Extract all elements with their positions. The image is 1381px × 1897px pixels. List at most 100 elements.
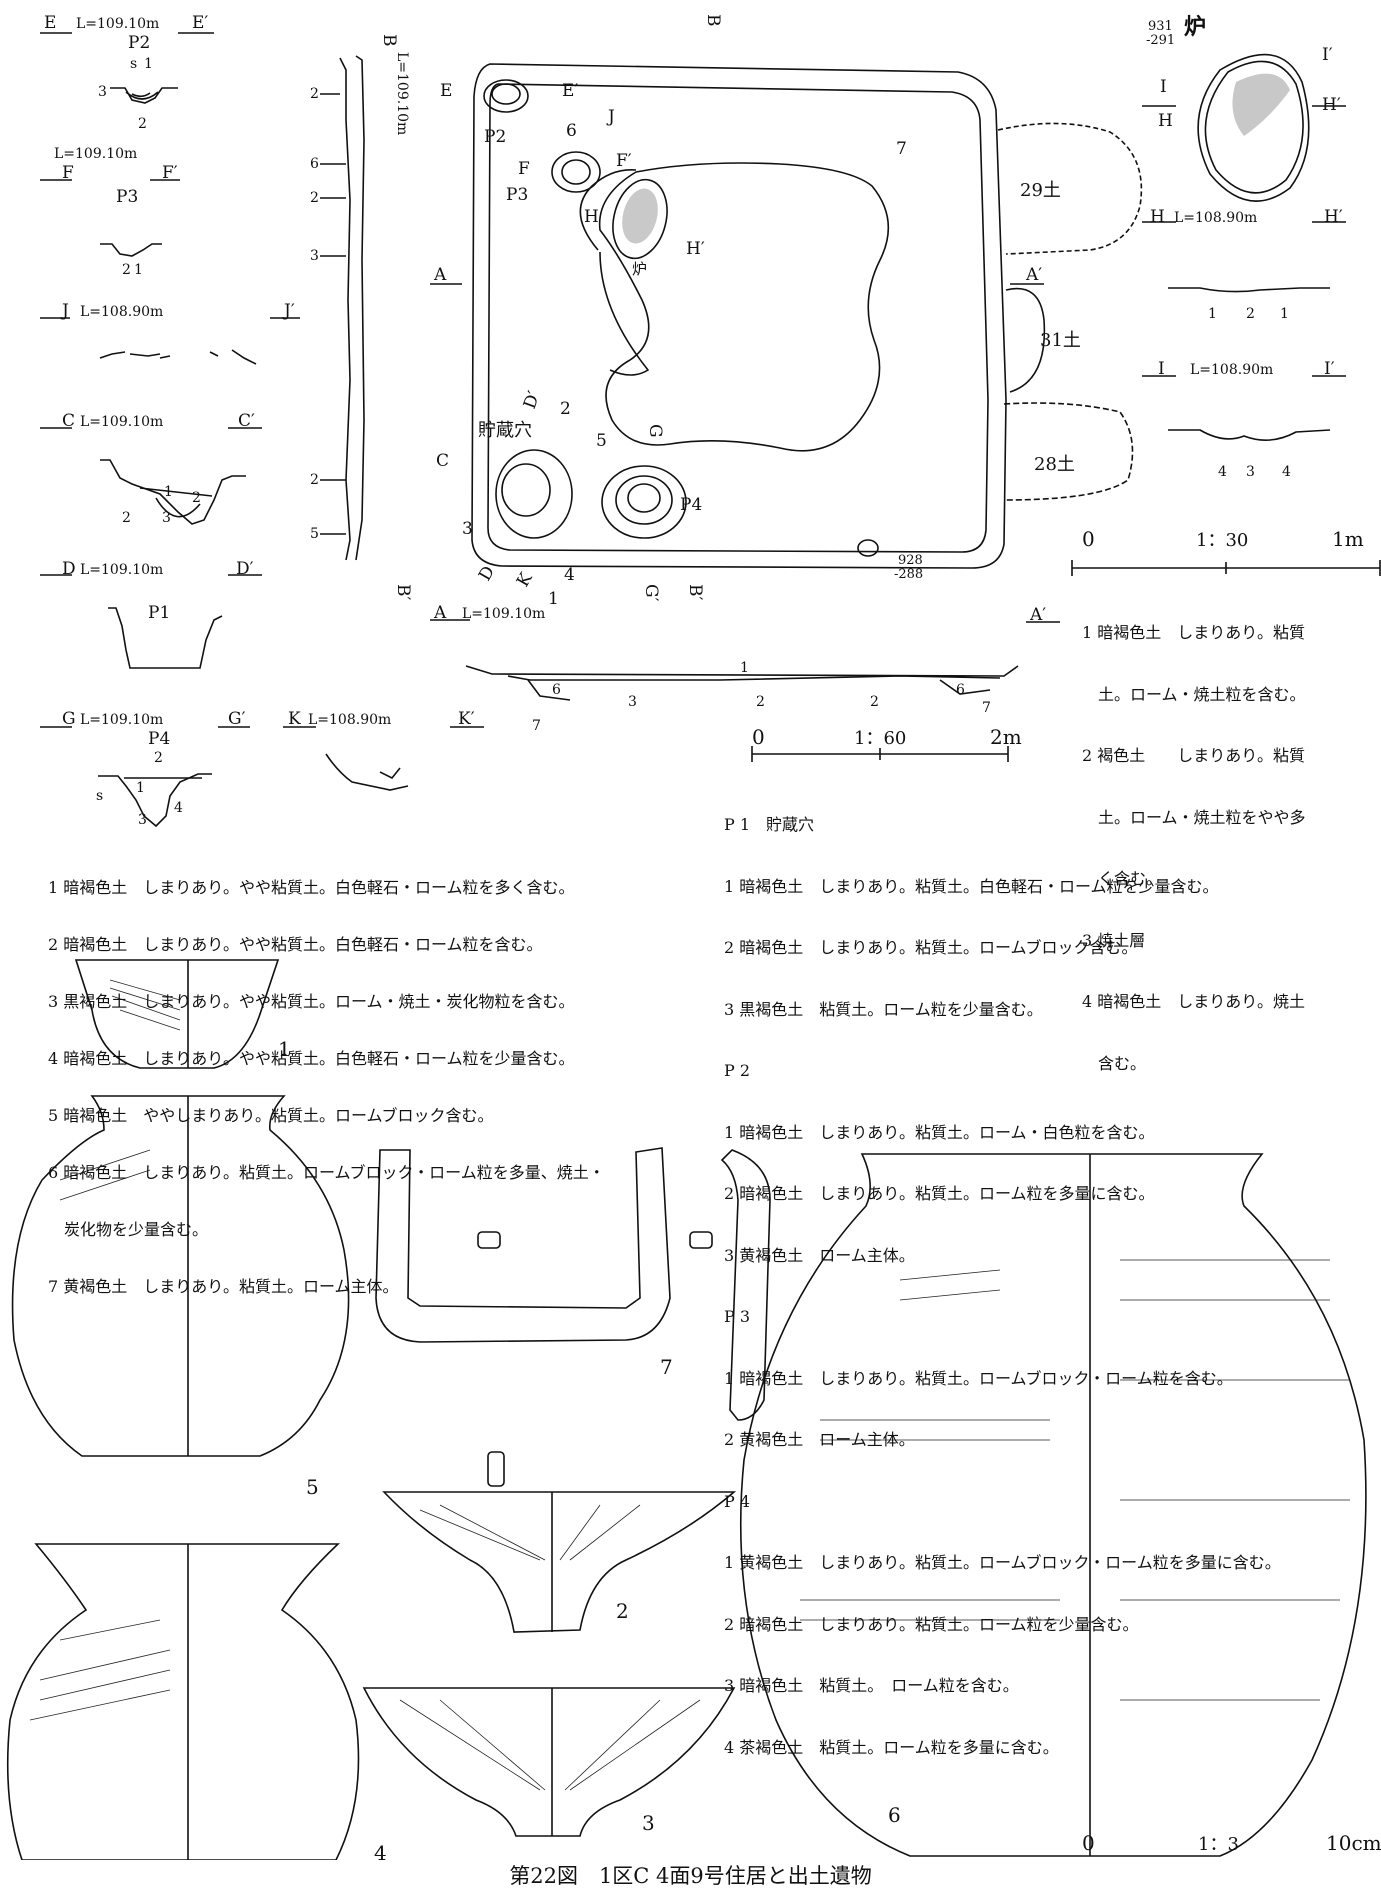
- section-e-p2: [40, 32, 214, 104]
- label-c-plan: C: [436, 451, 449, 471]
- label-elev-k: L=108.90m: [308, 712, 391, 728]
- section-a: [430, 283, 1060, 701]
- label-n1-h-l: 1: [1208, 306, 1217, 322]
- label-p2: P2: [128, 33, 150, 53]
- hearth-detail: [1142, 53, 1346, 441]
- legend-house-line: 1 暗褐色土 しまりあり。やや粘質土。白色軽石・ローム粒を多く含む。: [48, 878, 575, 897]
- label-elev-j: L=108.90m: [80, 304, 163, 320]
- vessel-1: [74, 959, 280, 1069]
- label-n5-b: 5: [310, 526, 319, 542]
- label-s-g: s: [96, 788, 103, 804]
- scale3-zero: 0: [1082, 1831, 1095, 1855]
- scale-bars: [751, 560, 1381, 762]
- legend-hearth: 1 暗褐色土 しまりあり。粘質 土。ローム・焼土粒を含む。 2 褐色土 しまりあ…: [1082, 582, 1306, 1095]
- legend-pits-line: 1 黄褐色土 しまりあり。粘質土。ロームブロック・ローム粒を多量に含む。: [724, 1553, 1281, 1572]
- label-f-prime: F′: [162, 163, 178, 183]
- label-p3-plan: P3: [506, 185, 528, 205]
- label-h-prime-sec: H′: [1324, 207, 1343, 227]
- section-d-p1: [40, 574, 262, 669]
- label-elev-g: L=109.10m: [80, 712, 163, 728]
- label-n2-p3: 2: [122, 262, 131, 278]
- label-n7-a-l: 7: [532, 718, 541, 734]
- scale60-ratio: 1：60: [854, 728, 906, 749]
- label-elev-a: L=109.10m: [462, 606, 545, 622]
- label-n7-plan: 7: [896, 139, 907, 159]
- hearth-in-plan: [612, 178, 668, 260]
- label-g: G: [62, 709, 76, 729]
- legend-pits-line: 4 茶褐色土 粘質土。ローム粒を多量に含む。: [724, 1737, 1059, 1757]
- label-n1-p2: 1: [144, 56, 153, 72]
- label-n2-a-2: 2: [870, 694, 879, 710]
- scale60-zero: 0: [752, 725, 765, 749]
- legend-hearth-line: 土。ローム・焼土粒をやや多: [1082, 807, 1306, 827]
- grid-931: 931: [1148, 19, 1173, 34]
- label-pit31: 31土: [1040, 330, 1081, 351]
- label-f: F: [62, 163, 74, 183]
- legend-pits-line: 2 暗褐色土 しまりあり。粘質土。ローム粒を多量に含む。: [724, 1184, 1155, 1203]
- vessel-6: [739, 1153, 1367, 1857]
- house-plan: [471, 63, 1007, 569]
- label-pit29: 29土: [1020, 180, 1061, 201]
- legend-pits-line: 3 黄褐色土 ローム主体。: [724, 1245, 915, 1265]
- vessel-2: [382, 1491, 737, 1633]
- figure-caption: 第22図 1区C 4面9号住居と出土遺物: [509, 1864, 872, 1888]
- label-n1-g: 1: [136, 780, 145, 796]
- label-g-plan: G: [645, 424, 665, 438]
- label-n7-a-r: 7: [982, 700, 991, 716]
- legend-house: 1 暗褐色土 しまりあり。やや粘質土。白色軽石・ローム粒を多く含む。 2 暗褐色…: [48, 840, 605, 1315]
- legend-hearth-line: 3 焼土層: [1082, 930, 1146, 950]
- legend-pits-line: 2 暗褐色土 しまりあり。粘質土。ローム粒を少量含む。: [724, 1614, 1139, 1634]
- legend-pits-line: P 1 貯蔵穴: [724, 815, 815, 834]
- label-n2-plan: 2: [560, 399, 571, 419]
- vessel-3: [362, 1687, 736, 1837]
- label-p4-sec: P4: [148, 729, 170, 749]
- label-a-prime-plan: A′: [1025, 265, 1042, 285]
- legend-hearth-line: 土。ローム・焼土粒を含む。: [1082, 684, 1306, 704]
- label-n6-b: 6: [310, 156, 319, 172]
- legend-pits: P 1 貯蔵穴 1 暗褐色土 しまりあり。粘質土。白色軽石・ローム粒を少量含む。…: [724, 774, 1281, 1779]
- grid-291: -291: [1146, 33, 1175, 48]
- scale30-zero: 0: [1082, 527, 1095, 551]
- label-elev-b: L=109.10m: [394, 52, 410, 135]
- label-n3-plan: 3: [462, 519, 473, 539]
- scale30-ratio: 1：30: [1196, 530, 1248, 551]
- legend-pits-line: 3 黒褐色土 粘質土。ローム粒を少量含む。: [724, 999, 1043, 1019]
- label-n1-plan: 1: [548, 589, 559, 609]
- label-f-plan: F: [518, 159, 530, 179]
- label-a-plan: A: [433, 265, 447, 285]
- label-h-sec: H: [1150, 207, 1165, 227]
- label-h-prime-hearth: H′: [1322, 95, 1341, 115]
- scale30-end: 1m: [1332, 527, 1364, 551]
- legend-house-line: 2 暗褐色土 しまりあり。やや粘質土。白色軽石・ローム粒を含む。: [48, 935, 543, 954]
- vessel-num-7: 7: [660, 1355, 673, 1379]
- legend-hearth-line: 含む。: [1082, 1053, 1147, 1073]
- label-n2-b: 2: [310, 190, 319, 206]
- label-b-prime-bot: B′: [685, 584, 705, 600]
- label-ro-title: 炉: [1184, 15, 1206, 40]
- label-n2-b-bot: 2: [310, 472, 319, 488]
- label-p2-plan: P2: [484, 127, 506, 147]
- label-j: J: [60, 301, 69, 321]
- vessel-num-6: 6: [888, 1803, 901, 1827]
- legend-pits-line: 1 暗褐色土 しまりあり。粘質土。ロームブロック・ローム粒を含む。: [724, 1368, 1233, 1388]
- label-b-top: B: [703, 14, 723, 27]
- legend-hearth-line: 4 暗褐色土 しまりあり。焼土: [1082, 992, 1305, 1011]
- label-p3: P3: [116, 187, 138, 207]
- label-n4-plan: 4: [564, 565, 575, 585]
- label-d: D: [62, 559, 76, 579]
- legend-pits-line: P 4: [724, 1491, 751, 1511]
- label-elev-d: L=109.10m: [80, 562, 163, 578]
- legend-hearth-line: く含む。: [1082, 869, 1163, 888]
- label-i-prime-hearth: I′: [1322, 45, 1333, 65]
- label-e-plan: E: [440, 81, 452, 101]
- legend-pits-line: 2 暗褐色土 しまりあり。粘質土。ロームブロック含む。: [724, 938, 1138, 957]
- label-n6-plan: 6: [566, 121, 577, 141]
- vessel-hatching: [29, 979, 1350, 1791]
- label-d-prime: D′: [236, 559, 254, 579]
- label-n3-b: 3: [310, 248, 319, 264]
- section-b: [320, 55, 365, 561]
- label-n4-g: 4: [174, 800, 183, 816]
- label-pit28: 28土: [1034, 454, 1075, 475]
- pits-in-plan: [483, 79, 879, 557]
